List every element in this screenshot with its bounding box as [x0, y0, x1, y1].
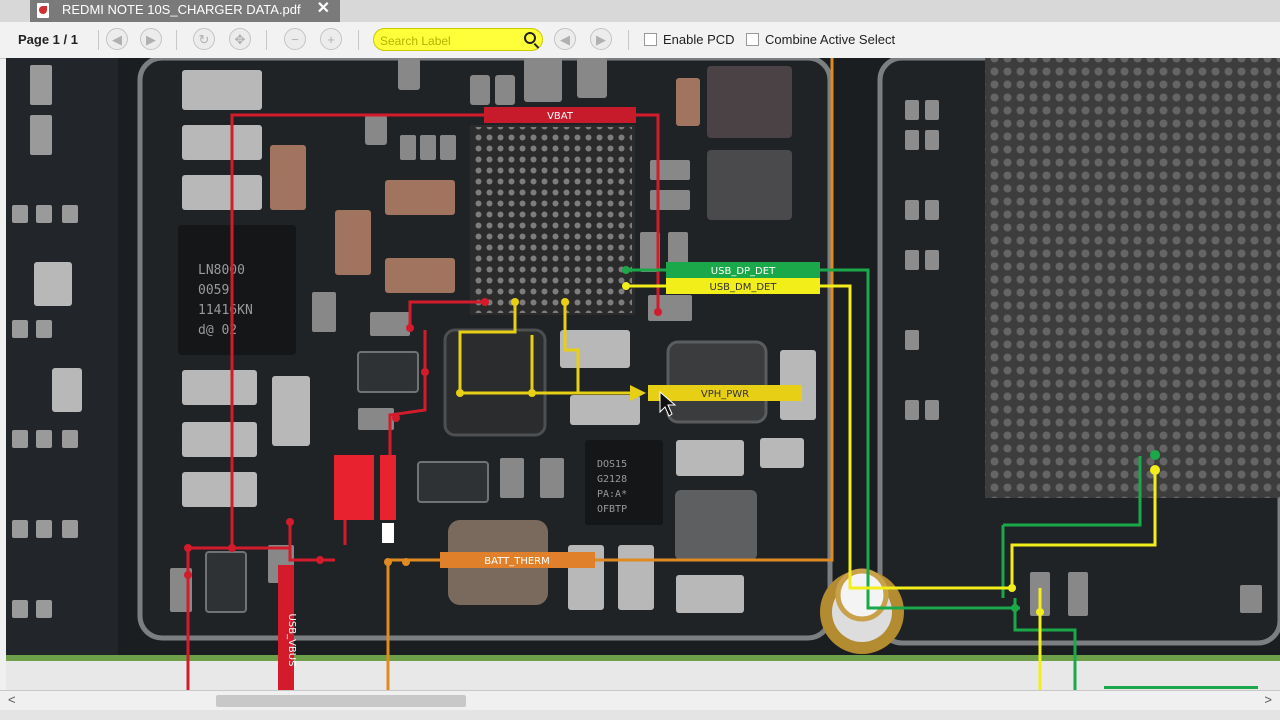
toolbar-divider — [98, 30, 99, 50]
pcb-board-image: LN8000 0059 11416KN d@ 02 DOS15 G2128 PA… — [6, 58, 1280, 690]
enable-pcd-label: Enable PCD — [663, 32, 735, 47]
move-icon: ✥ — [234, 32, 246, 47]
ln8000-line3: 11416KN — [198, 303, 253, 318]
zoom-in-button[interactable]: + — [320, 28, 342, 50]
usb-vbus-net-label[interactable]: USB_VBUS — [286, 614, 297, 667]
tab-bar: REDMI NOTE 10S_CHARGER DATA.pdf ✕ — [0, 0, 1280, 22]
status-bar — [0, 710, 1280, 720]
dos-line4: OFBTP — [597, 504, 627, 515]
usb-dm-det-net-label[interactable]: USB_DM_DET — [710, 282, 778, 293]
toolbar-divider — [358, 30, 359, 50]
rotate-button[interactable]: ↻ — [193, 28, 215, 50]
close-tab-icon[interactable]: ✕ — [316, 0, 330, 17]
usb-dp-det-net-label[interactable]: USB_DP_DET — [711, 266, 776, 277]
ln8000-line4: d@ 02 — [198, 323, 237, 338]
scroll-right-icon[interactable]: > — [1264, 692, 1272, 707]
search-icon[interactable] — [524, 32, 536, 44]
pdf-file-icon — [37, 3, 49, 18]
mouse-cursor-icon — [659, 390, 677, 417]
toolbar-divider — [628, 30, 629, 50]
dos-line3: PA:A* — [597, 489, 627, 500]
combine-active-select-checkbox[interactable] — [746, 33, 759, 46]
dos-line1: DOS15 — [597, 459, 627, 470]
batt-therm-net-label[interactable]: BATT_THERM — [484, 556, 550, 567]
rotate-icon: ↻ — [198, 32, 210, 47]
next-result-button[interactable]: ▶ — [590, 28, 612, 50]
toolbar-divider — [176, 30, 177, 50]
forward-button[interactable]: ▶ — [140, 28, 162, 50]
next-result-icon: ▶ — [596, 32, 606, 47]
document-tab[interactable]: REDMI NOTE 10S_CHARGER DATA.pdf ✕ — [30, 0, 340, 22]
zoom-out-icon: − — [291, 32, 299, 47]
combine-active-select-label: Combine Active Select — [765, 32, 896, 47]
ln8000-line1: LN8000 — [198, 263, 245, 278]
back-button[interactable]: ◀ — [106, 28, 128, 50]
toolbar-divider — [266, 30, 267, 50]
dos-line2: G2128 — [597, 474, 627, 485]
ln8000-line2: 0059 — [198, 283, 229, 298]
page-indicator: Page 1 / 1 — [18, 32, 78, 47]
forward-icon: ▶ — [146, 32, 156, 47]
document-tab-title: REDMI NOTE 10S_CHARGER DATA.pdf — [62, 2, 301, 17]
zoom-out-button[interactable]: − — [284, 28, 306, 50]
prev-result-button[interactable]: ◀ — [554, 28, 576, 50]
back-icon: ◀ — [112, 32, 122, 47]
scroll-left-icon[interactable]: < — [8, 692, 16, 707]
search-label-input[interactable] — [378, 31, 522, 50]
enable-pcd-checkbox[interactable] — [644, 33, 657, 46]
vbat-net-label[interactable]: VBAT — [547, 111, 574, 122]
search-label-field[interactable] — [373, 28, 543, 51]
zoom-in-icon: + — [327, 32, 335, 47]
prev-result-icon: ◀ — [560, 32, 570, 47]
horizontal-scrollbar[interactable]: < > — [0, 690, 1280, 711]
toolbar: Page 1 / 1 ◀ ▶ ↻ ✥ − + ◀ ▶ Enable PCD Co… — [0, 22, 1280, 59]
scrollbar-thumb[interactable] — [216, 695, 466, 707]
board-viewer[interactable]: LN8000 0059 11416KN d@ 02 DOS15 G2128 PA… — [6, 58, 1280, 690]
vph-pwr-net-label[interactable]: VPH_PWR — [701, 389, 749, 400]
move-button[interactable]: ✥ — [229, 28, 251, 50]
